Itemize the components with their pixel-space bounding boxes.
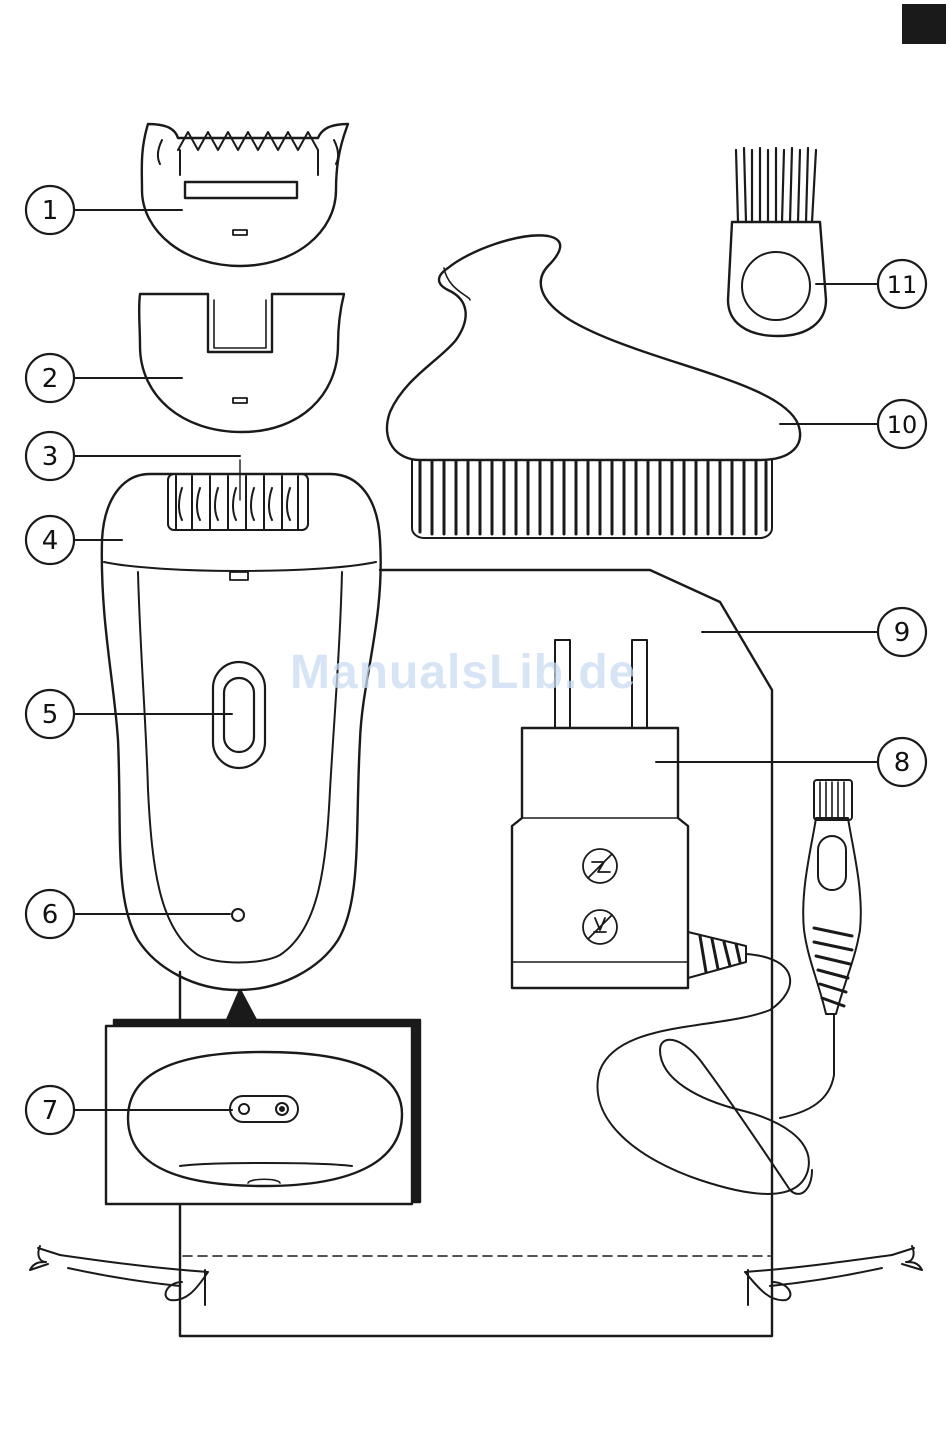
watermark-text: ManualsLib.de [290, 645, 636, 700]
shaving-head-attachment [142, 124, 348, 266]
svg-text:3: 3 [42, 442, 59, 472]
pouch-drawstring-left [60, 1255, 208, 1305]
callout-11: 11 [878, 260, 926, 308]
epilating-discs [168, 460, 308, 530]
socket-detail-panel [106, 990, 420, 1204]
svg-text:4: 4 [42, 526, 59, 556]
protection-cap [139, 294, 344, 432]
massage-brush [387, 235, 800, 538]
svg-text:8: 8 [894, 748, 911, 778]
power-cord [598, 954, 812, 1194]
svg-text:6: 6 [42, 900, 59, 930]
pouch-drawstring-right [745, 1255, 892, 1305]
pouch-tassel-left [30, 1246, 60, 1270]
callout-5: 5 [26, 690, 74, 738]
svg-text:7: 7 [42, 1096, 59, 1126]
svg-text:11: 11 [887, 271, 918, 299]
charging-light [232, 909, 244, 921]
adapter-safety-symbols [583, 849, 617, 944]
cleaning-brush [728, 148, 826, 336]
svg-text:9: 9 [894, 618, 911, 648]
callout-4: 4 [26, 516, 74, 564]
callout-3: 3 [26, 432, 74, 480]
callout-10: 10 [878, 400, 926, 448]
brush-bristles [420, 462, 766, 534]
svg-text:2: 2 [42, 364, 59, 394]
callout-8: 8 [878, 738, 926, 786]
callout-9: 9 [878, 608, 926, 656]
svg-text:5: 5 [42, 700, 59, 730]
power-adapter [512, 640, 861, 1194]
callout-7: 7 [26, 1086, 74, 1134]
epilator-body [102, 460, 381, 990]
callout-2: 2 [26, 354, 74, 402]
pouch-tassel-right [892, 1246, 922, 1270]
callout-6: 6 [26, 890, 74, 938]
svg-text:10: 10 [887, 411, 918, 439]
svg-text:1: 1 [42, 196, 59, 226]
callout-1: 1 [26, 186, 74, 234]
